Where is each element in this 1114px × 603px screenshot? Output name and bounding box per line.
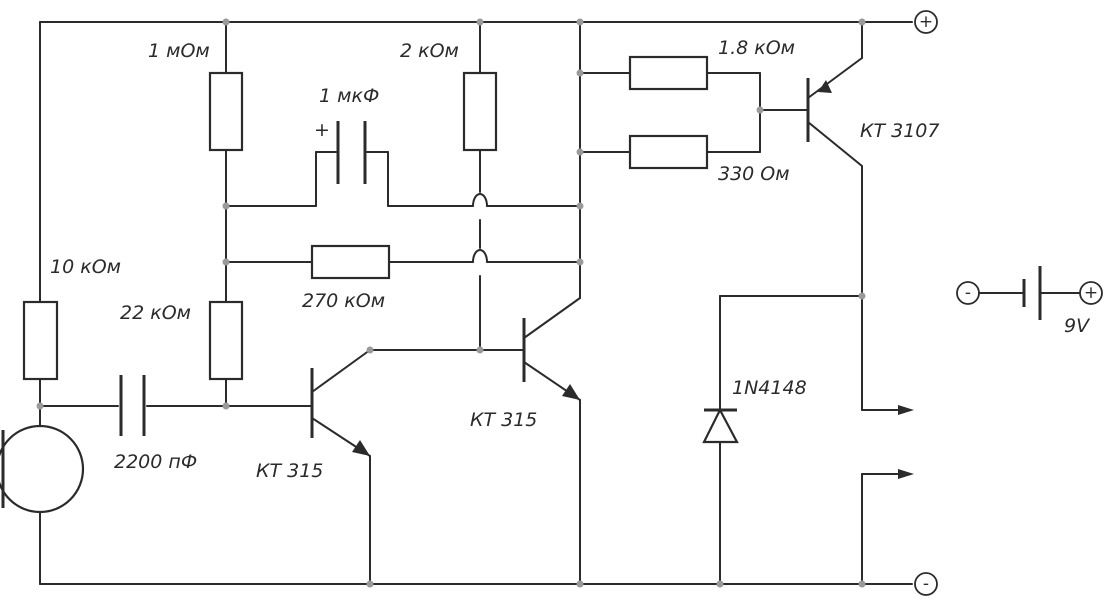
label-battery: 9V [1064,315,1091,337]
diode-1n4148: 1N4148 [702,295,863,585]
transistor-q3: КТ 3107 [759,21,940,411]
capacitor-2200pf: 2200 пФ [39,375,313,473]
supply-plus-terminal: + [914,10,938,34]
resistor-2kohm: 2 кОм [400,21,498,351]
label-1-8kohm: 1.8 кОм [718,37,795,59]
resistor-330ohm: 330 Ом [579,134,790,185]
label-270kohm: 270 кОм [302,290,385,312]
positive-rail [39,21,913,303]
supply-minus-terminal: - [914,572,938,596]
transistor-q2: КТ 315 [470,21,581,585]
label-1mohm: 1 мОм [148,40,210,62]
resistor-270kohm: 270 кОм [225,244,580,312]
label-330ohm: 330 Ом [718,163,790,185]
label-2200pf: 2200 пФ [114,451,197,473]
transistor-q1: КТ 315 [256,349,525,585]
label-2kohm: 2 кОм [400,40,459,62]
battery-plus-sign: + [1084,283,1098,303]
capacitor-1uf: 1 мкФ + [225,85,580,207]
battery-minus-sign: - [965,283,971,303]
label-10kohm: 10 кОм [50,256,121,278]
supply-minus-sign: - [923,574,929,594]
output-contacts [861,405,914,585]
battery-9v: - + 9V [956,266,1103,337]
label-diode: 1N4148 [732,377,807,399]
supply-plus-sign: + [919,12,933,32]
junction-dots [36,18,866,588]
label-q1: КТ 315 [256,460,323,482]
label-q2: КТ 315 [470,409,537,431]
left-bias-column: 1 мОм 22 кОм [120,21,244,407]
label-1uf-polarity: + [314,119,330,141]
label-q3: КТ 3107 [860,120,940,142]
label-22kohm: 22 кОм [120,302,191,324]
resistor-10kohm: 10 кОм [22,256,121,381]
ground-rail [39,511,913,585]
microphone [0,379,85,514]
label-1uf: 1 мкФ [319,85,379,107]
resistor-1-8kohm: 1.8 кОм [579,37,795,91]
